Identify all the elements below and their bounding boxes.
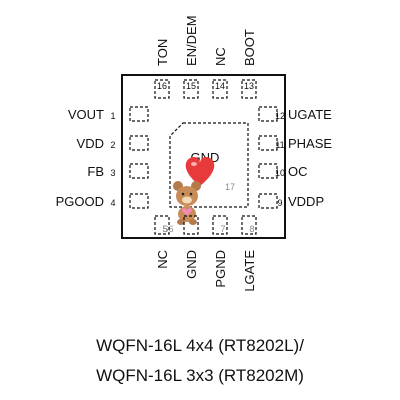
pin-pad-8 [241,215,257,235]
pin-label-fb: FB [87,164,104,179]
pin-number-1: 1 [110,111,115,121]
pin-label-gnd: GND [184,250,199,279]
pin-number-2: 2 [110,140,115,150]
pin-label-nc: NC [155,250,170,269]
pin-label-vout: VOUT [68,107,104,122]
pin-pad-1 [129,106,149,122]
pin-label-lgate: LGATE [242,250,257,292]
package-caption-line-2: WQFN-16L 3x3 (RT8202M) [96,366,304,385]
pin-pad-3 [129,163,149,179]
pin-pad-10 [258,163,278,179]
pin-pad-2 [129,135,149,151]
pin-number-12: 12 [275,111,285,121]
pin-number-15: 15 [186,81,196,91]
pin-label-vdd: VDD [77,136,104,151]
pin-label-ugate: UGATE [288,107,332,122]
pin-pad-6 [183,215,199,235]
pin-number-8: 8 [249,224,254,234]
pin-pad-7 [212,215,228,235]
pin-pad-5 [154,215,170,235]
pin-number-14: 14 [215,81,225,91]
pin-number-5: 5 [162,224,167,234]
pin-label-phase: PHASE [288,136,332,151]
pin-number-11: 11 [275,140,284,150]
pin-pad-4 [129,193,149,209]
pin-label-oc: OC [288,164,308,179]
teddy-bear-icon [173,181,201,225]
pin-number-10: 10 [275,168,285,178]
pin-label-ton: TON [155,39,170,66]
exposed-pad-number: 17 [225,182,235,192]
pin-pad-15 [183,79,199,99]
heart-sticker-icon [185,156,215,186]
pin-label-nc: NC [213,47,228,66]
pin-pad-16 [154,79,170,99]
pin-label-boot: BOOT [242,29,257,66]
package-body [121,74,286,239]
pin-pad-12 [258,106,278,122]
pin-pad-9 [258,193,278,209]
pin-number-9: 9 [277,198,282,208]
exposed-pad [169,122,249,208]
pin-number-16: 16 [157,81,167,91]
package-caption-line-1: WQFN-16L 4x4 (RT8202L)/ [96,336,304,355]
pin-label-pgnd: PGND [213,250,228,288]
pin-number-3: 3 [110,168,115,178]
pin-pad-11 [258,135,278,151]
pin-label-pgood: PGOOD [56,194,104,209]
pin-number-6-faint: S6 [162,224,173,234]
pin-number-7: 7 [220,224,225,234]
pin-label-en-dem: EN/DEM [184,15,199,66]
pin-pad-13 [241,79,257,99]
pin-label-vddp: VDDP [288,194,324,209]
pin-pad-14 [212,79,228,99]
pin-number-4: 4 [110,198,115,208]
pin-number-13: 13 [244,81,254,91]
